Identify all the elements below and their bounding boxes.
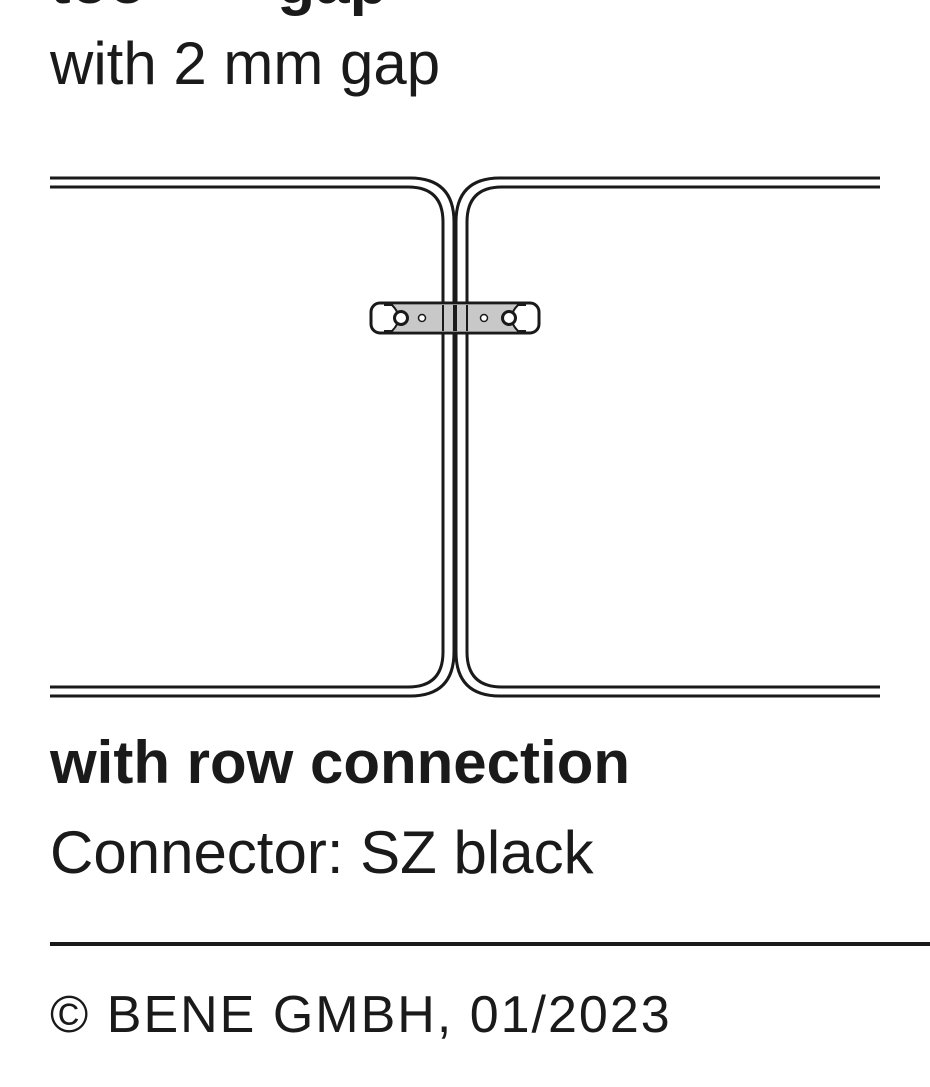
right-panel-outer-edge [454, 176, 880, 698]
cut-off-heading: too - - - gap [50, 0, 387, 14]
left-panel-outer-edge [50, 176, 456, 698]
left-hole [417, 313, 427, 323]
gap-subtitle: with 2 mm gap [50, 30, 441, 97]
right-panel-inner-edge [465, 185, 880, 689]
copyright-notice: © BENE GMBH, 01/2023 [50, 986, 672, 1044]
divider-rule [50, 942, 930, 946]
connector-plate [369, 301, 541, 335]
connector-spec: Connector: SZ black [50, 819, 594, 886]
left-screw [393, 310, 409, 326]
section-title: with row connection [50, 729, 630, 796]
right-screw [501, 310, 517, 326]
row-connection-drawing [50, 176, 880, 698]
right-hole [479, 313, 489, 323]
left-panel-inner-edge [50, 185, 445, 689]
